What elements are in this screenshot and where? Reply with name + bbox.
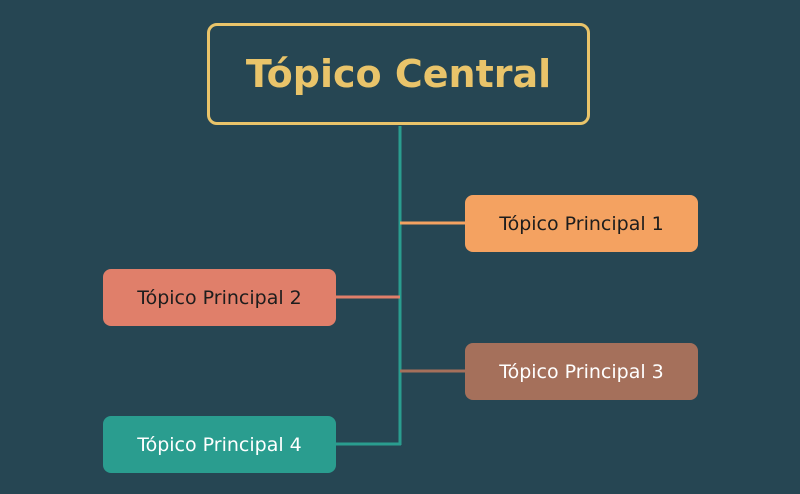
main-topic-2[interactable]: Tópico Principal 2 bbox=[103, 269, 336, 326]
main-topic-3[interactable]: Tópico Principal 3 bbox=[465, 343, 698, 400]
central-topic[interactable]: Tópico Central bbox=[207, 23, 590, 125]
main-topic-1[interactable]: Tópico Principal 1 bbox=[465, 195, 698, 252]
main-topic-4[interactable]: Tópico Principal 4 bbox=[103, 416, 336, 473]
